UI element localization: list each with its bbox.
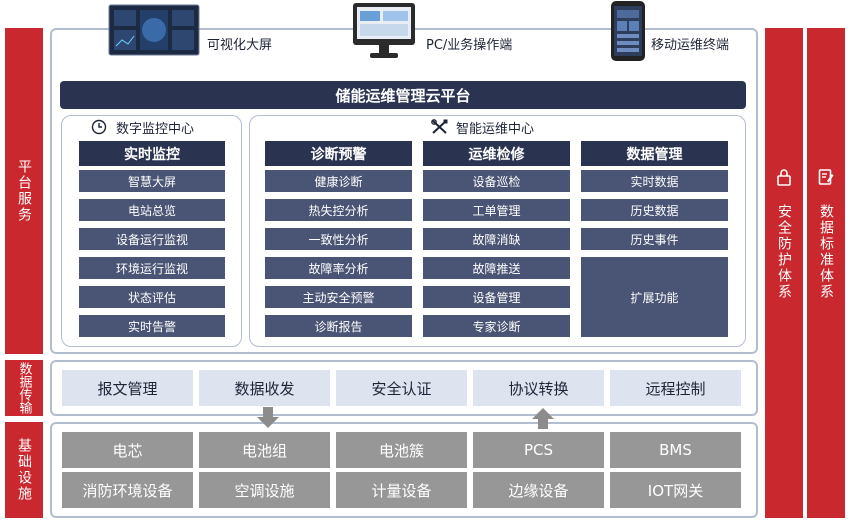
- tools-icon: [431, 119, 448, 134]
- terminal-label-large-screen: 可视化大屏: [207, 37, 273, 53]
- clock-icon: [91, 119, 107, 135]
- down-arrow-icon: [257, 407, 279, 428]
- data-management-header: 数据管理: [581, 141, 728, 166]
- security-system-bar: 安全防护体系: [765, 28, 803, 518]
- monitor-item: 电站总览: [79, 199, 225, 221]
- pc-monitor-icon: [353, 3, 415, 58]
- infra-item: 计量设备: [336, 472, 467, 508]
- platform-title: 储能运维管理云平台: [335, 86, 471, 105]
- transport-item: 数据收发: [199, 370, 330, 406]
- infra-item: BMS: [610, 432, 741, 468]
- diagnosis-item: 一致性分析: [265, 228, 412, 250]
- lock-icon: [777, 169, 791, 186]
- terminal-label-mobile: 移动运维终端: [651, 37, 730, 53]
- security-system-label: 安全防护体系: [776, 204, 792, 300]
- transport-item: 安全认证: [336, 370, 467, 406]
- diagnosis-item: 热失控分析: [265, 199, 412, 221]
- edit-document-icon: [818, 169, 834, 185]
- transport-item: 远程控制: [610, 370, 741, 406]
- data-management-extend: 扩展功能: [581, 257, 728, 337]
- maintenance-header: 运维检修: [423, 141, 570, 166]
- diagnosis-item: 故障率分析: [265, 257, 412, 279]
- data-management-item: 历史事件: [581, 228, 728, 250]
- monitor-center-title: 数字监控中心: [116, 121, 195, 137]
- infrastructure-bar: 基础设施: [5, 422, 43, 518]
- up-arrow-icon: [532, 408, 554, 429]
- monitor-header: 实时监控: [79, 141, 225, 166]
- mobile-phone-icon: [611, 1, 645, 61]
- monitor-item: 实时告警: [79, 315, 225, 337]
- infra-item: 电池簇: [336, 432, 467, 468]
- monitor-item: 智慧大屏: [79, 170, 225, 192]
- infra-item: 消防环境设备: [62, 472, 193, 508]
- infra-item: PCS: [473, 432, 604, 468]
- infrastructure-label: 基础设施: [16, 438, 32, 502]
- data-standard-bar: 数据标准体系: [807, 28, 845, 518]
- data-transport-bar: 数据传输: [5, 360, 43, 416]
- data-standard-label: 数据标准体系: [818, 204, 834, 300]
- terminal-label-pc: PC/业务操作端: [426, 37, 513, 53]
- monitor-item: 设备运行监视: [79, 228, 225, 250]
- maintenance-item: 故障消缺: [423, 228, 570, 250]
- monitor-item: 状态评估: [79, 286, 225, 308]
- platform-services-label: 平台服务: [16, 159, 32, 223]
- maintenance-item: 专家诊断: [423, 315, 570, 337]
- large-screen-icon: [108, 4, 200, 56]
- maintenance-item: 工单管理: [423, 199, 570, 221]
- maintenance-item: 设备巡检: [423, 170, 570, 192]
- data-management-item: 历史数据: [581, 199, 728, 221]
- data-management-item: 实时数据: [581, 170, 728, 192]
- diagnosis-item: 主动安全预警: [265, 286, 412, 308]
- maintenance-item: 故障推送: [423, 257, 570, 279]
- diagnosis-item: 健康诊断: [265, 170, 412, 192]
- monitor-item: 环境运行监视: [79, 257, 225, 279]
- platform-title-bar: 储能运维管理云平台: [60, 81, 746, 109]
- transport-item: 报文管理: [62, 370, 193, 406]
- diagnosis-item: 诊断报告: [265, 315, 412, 337]
- diagnosis-header: 诊断预警: [265, 141, 412, 166]
- data-transport-label: 数据传输: [16, 362, 32, 414]
- ops-center-title: 智能运维中心: [456, 121, 535, 137]
- infra-item: 边缘设备: [473, 472, 604, 508]
- infra-item: 电池组: [199, 432, 330, 468]
- platform-services-bar: 平台服务: [5, 28, 43, 354]
- infra-item: 电芯: [62, 432, 193, 468]
- maintenance-item: 设备管理: [423, 286, 570, 308]
- infra-item: 空调设施: [199, 472, 330, 508]
- transport-item: 协议转换: [473, 370, 604, 406]
- infra-item: IOT网关: [610, 472, 741, 508]
